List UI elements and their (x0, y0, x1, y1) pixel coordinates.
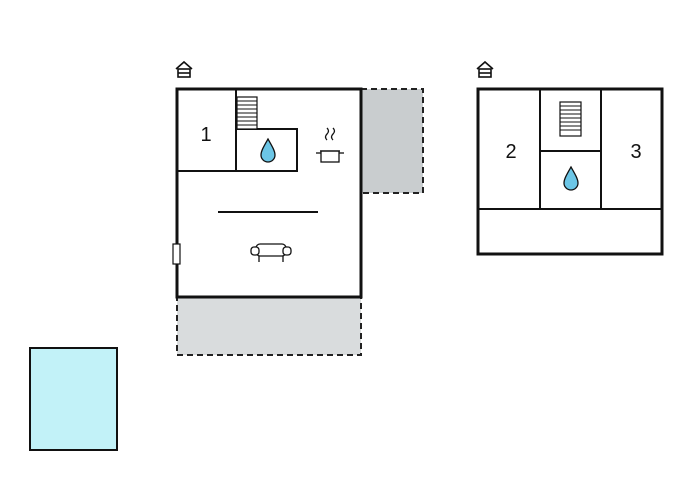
door (172, 243, 181, 265)
stairs-icon (236, 96, 258, 130)
stairs-icon (559, 101, 582, 137)
house-icon (175, 60, 193, 78)
terrace-side (360, 88, 424, 194)
water-drop-icon (563, 165, 579, 191)
room-label-1: 1 (200, 124, 211, 146)
pool (29, 347, 118, 451)
house-icon (476, 60, 494, 78)
room-label-2: 2 (505, 141, 516, 163)
terrace-front (176, 296, 362, 356)
bathroom-ground (235, 128, 298, 172)
water-drop-icon (260, 137, 276, 163)
sofa-icon (250, 243, 292, 262)
room-label-3: 3 (630, 141, 641, 163)
ground-floor-outline (175, 87, 363, 299)
cooking-pot-icon (316, 127, 344, 163)
